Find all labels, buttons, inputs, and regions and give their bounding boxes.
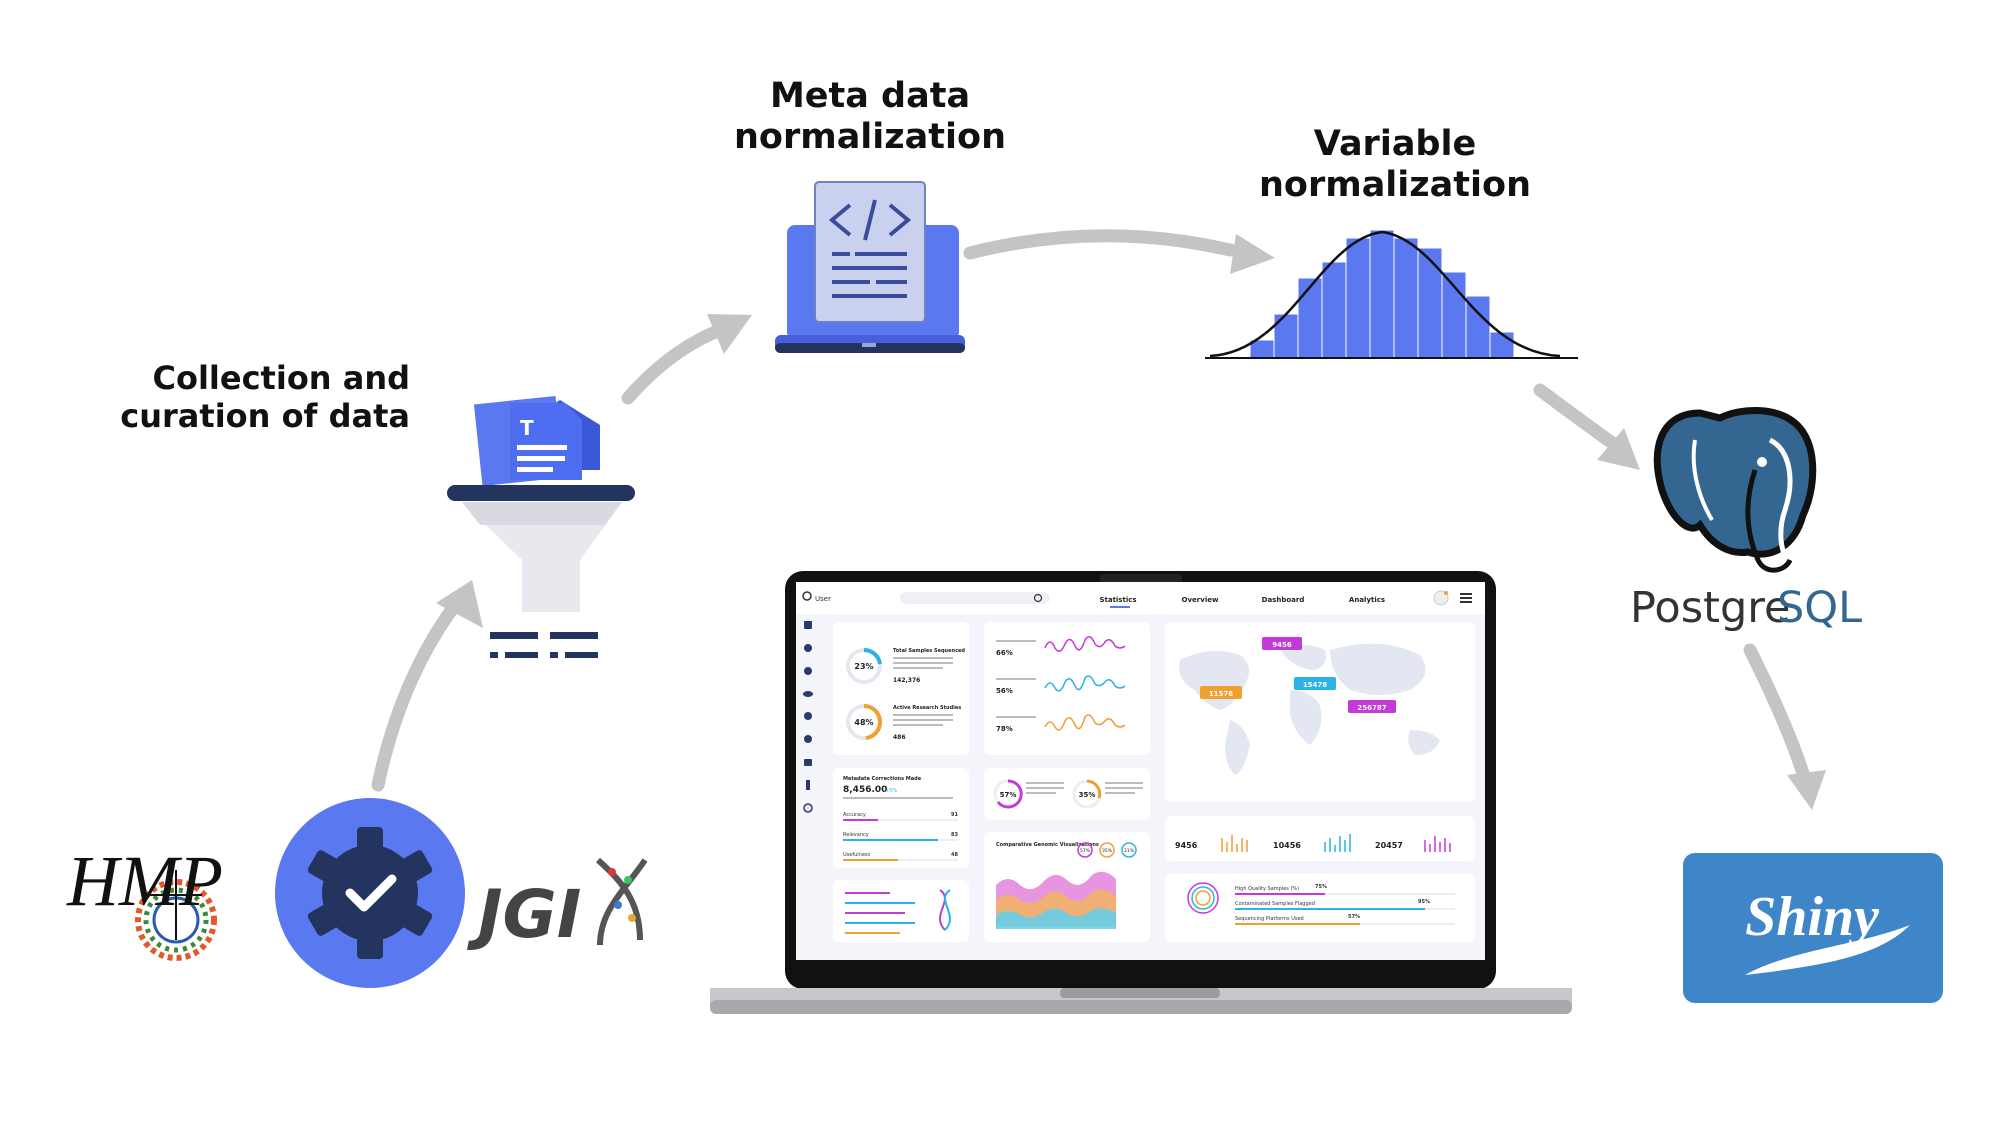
bottom-item3-value: 57% — [1348, 914, 1360, 920]
card5-chip2: 35% — [1102, 848, 1113, 854]
card1-title2: Active Research Studies — [893, 705, 961, 711]
dash-nav-overview[interactable]: Overview — [1182, 596, 1219, 604]
card4-pct-b: 35% — [1079, 791, 1096, 799]
arrow-meta-to-variable — [963, 229, 1237, 260]
bottom-item1-value: 75% — [1315, 884, 1327, 890]
bottom-item2-value: 95% — [1418, 899, 1430, 905]
checkmark-gear-icon — [275, 798, 465, 988]
card1-value1: 142,376 — [893, 677, 920, 684]
bottom-item3-name: Sequencing Platforms Used — [1235, 916, 1304, 922]
variable-label-line2: normalization — [1259, 165, 1531, 206]
card3-delta: +5% — [885, 788, 897, 794]
variable-label: Variable normalization — [1225, 124, 1565, 207]
map-tag-3: 15478 — [1294, 677, 1336, 690]
jgi-text: JGI — [467, 876, 581, 953]
code-laptop-icon — [775, 181, 965, 353]
card3-bar2-name: Relevancy — [843, 832, 869, 838]
arrow-head-4 — [1597, 428, 1640, 470]
collection-label: Collection and curation of data — [90, 359, 410, 436]
shiny-text: Shiny — [1745, 886, 1880, 948]
dash-nav-analytics[interactable]: Analytics — [1349, 596, 1385, 604]
map-tag-1: 9456 — [1262, 637, 1302, 650]
card3-value: 8,456.00 — [843, 785, 887, 795]
card3-bar3-value: 48 — [951, 852, 958, 858]
card2-pct-c: 78% — [996, 725, 1013, 733]
meta-label: Meta data normalization — [710, 76, 1030, 159]
card2-pct-b: 56% — [996, 687, 1013, 695]
arrow-postgres-to-shiny — [1743, 643, 1812, 787]
map-tag-1-text: 9456 — [1272, 641, 1292, 649]
arrow-head-3 — [1230, 234, 1275, 274]
map-tag-3-text: 15478 — [1303, 681, 1327, 689]
dashboard-laptop: User Statistics Overview Dashboard Analy… — [710, 571, 1572, 1014]
postgres-text-part1: Postgre — [1630, 583, 1790, 633]
card5-title: Comparative Genomic Visualizations — [996, 842, 1099, 848]
collection-label-line1: Collection and — [152, 359, 410, 397]
arrow-funnel-to-meta — [621, 323, 727, 405]
card3-bar3-name: Usefulness — [843, 852, 871, 858]
map-tag-2: 11576 — [1200, 686, 1242, 699]
flow-arrows — [371, 229, 1826, 810]
funnel-icon: T — [447, 395, 635, 658]
card1-title1: Total Samples Sequenced — [893, 648, 965, 654]
jgi-logo: JGI — [467, 857, 648, 953]
shiny-logo: Shiny — [1683, 853, 1943, 1003]
card1-pct1: 23% — [854, 662, 873, 671]
arrow-head-5 — [1787, 770, 1826, 810]
map-tag-4-text: 256787 — [1357, 704, 1386, 712]
dash-nav-statistics[interactable]: Statistics — [1099, 596, 1136, 604]
arrow-head-2 — [707, 314, 752, 354]
stat3-value: 20457 — [1375, 841, 1403, 850]
card3-bar1-name: Accuracy — [843, 812, 866, 818]
map-tag-4: 256787 — [1348, 700, 1396, 713]
arrow-head-1 — [436, 580, 483, 628]
hmp-logo: HMP — [66, 841, 223, 961]
dash-sidebar — [803, 621, 813, 813]
card2-pct-a: 66% — [996, 649, 1013, 657]
meta-label-line2: normalization — [734, 117, 1006, 158]
card5-chip3: 21% — [1124, 848, 1135, 854]
arrow-variable-to-postgres — [1533, 383, 1622, 452]
card1-value2: 486 — [893, 734, 906, 741]
card3-title: Metadata Corrections Made — [843, 776, 922, 782]
card4-pct-a: 57% — [1000, 791, 1017, 799]
arrow-sources-to-funnel — [371, 598, 462, 792]
card3-bar1-value: 91 — [951, 812, 958, 818]
hmp-text: HMP — [66, 841, 223, 921]
stat2-value: 10456 — [1273, 841, 1301, 850]
card1-pct2: 48% — [854, 718, 873, 727]
svg-text:T: T — [520, 416, 534, 440]
stat1-value: 9456 — [1175, 841, 1198, 850]
dash-nav-dashboard[interactable]: Dashboard — [1262, 596, 1305, 604]
postgres-text-part2: SQL — [1777, 583, 1862, 633]
card3-bar2-value: 83 — [951, 832, 958, 838]
dash-user-label: User — [815, 595, 831, 603]
card5-chip1: 57% — [1080, 848, 1091, 854]
bottom-item2-name: Contaminated Samples Flagged — [1235, 901, 1315, 907]
postgresql-logo: Postgre SQL — [1630, 407, 1862, 633]
collection-label-line2: curation of data — [120, 396, 410, 435]
map-tag-2-text: 11576 — [1209, 690, 1233, 698]
bottom-item1-name: High Quality Samples (%) — [1235, 886, 1299, 892]
normal-distribution-chart — [1205, 229, 1578, 359]
variable-label-line1: Variable — [1313, 124, 1477, 164]
meta-label-line1: Meta data — [769, 76, 971, 116]
